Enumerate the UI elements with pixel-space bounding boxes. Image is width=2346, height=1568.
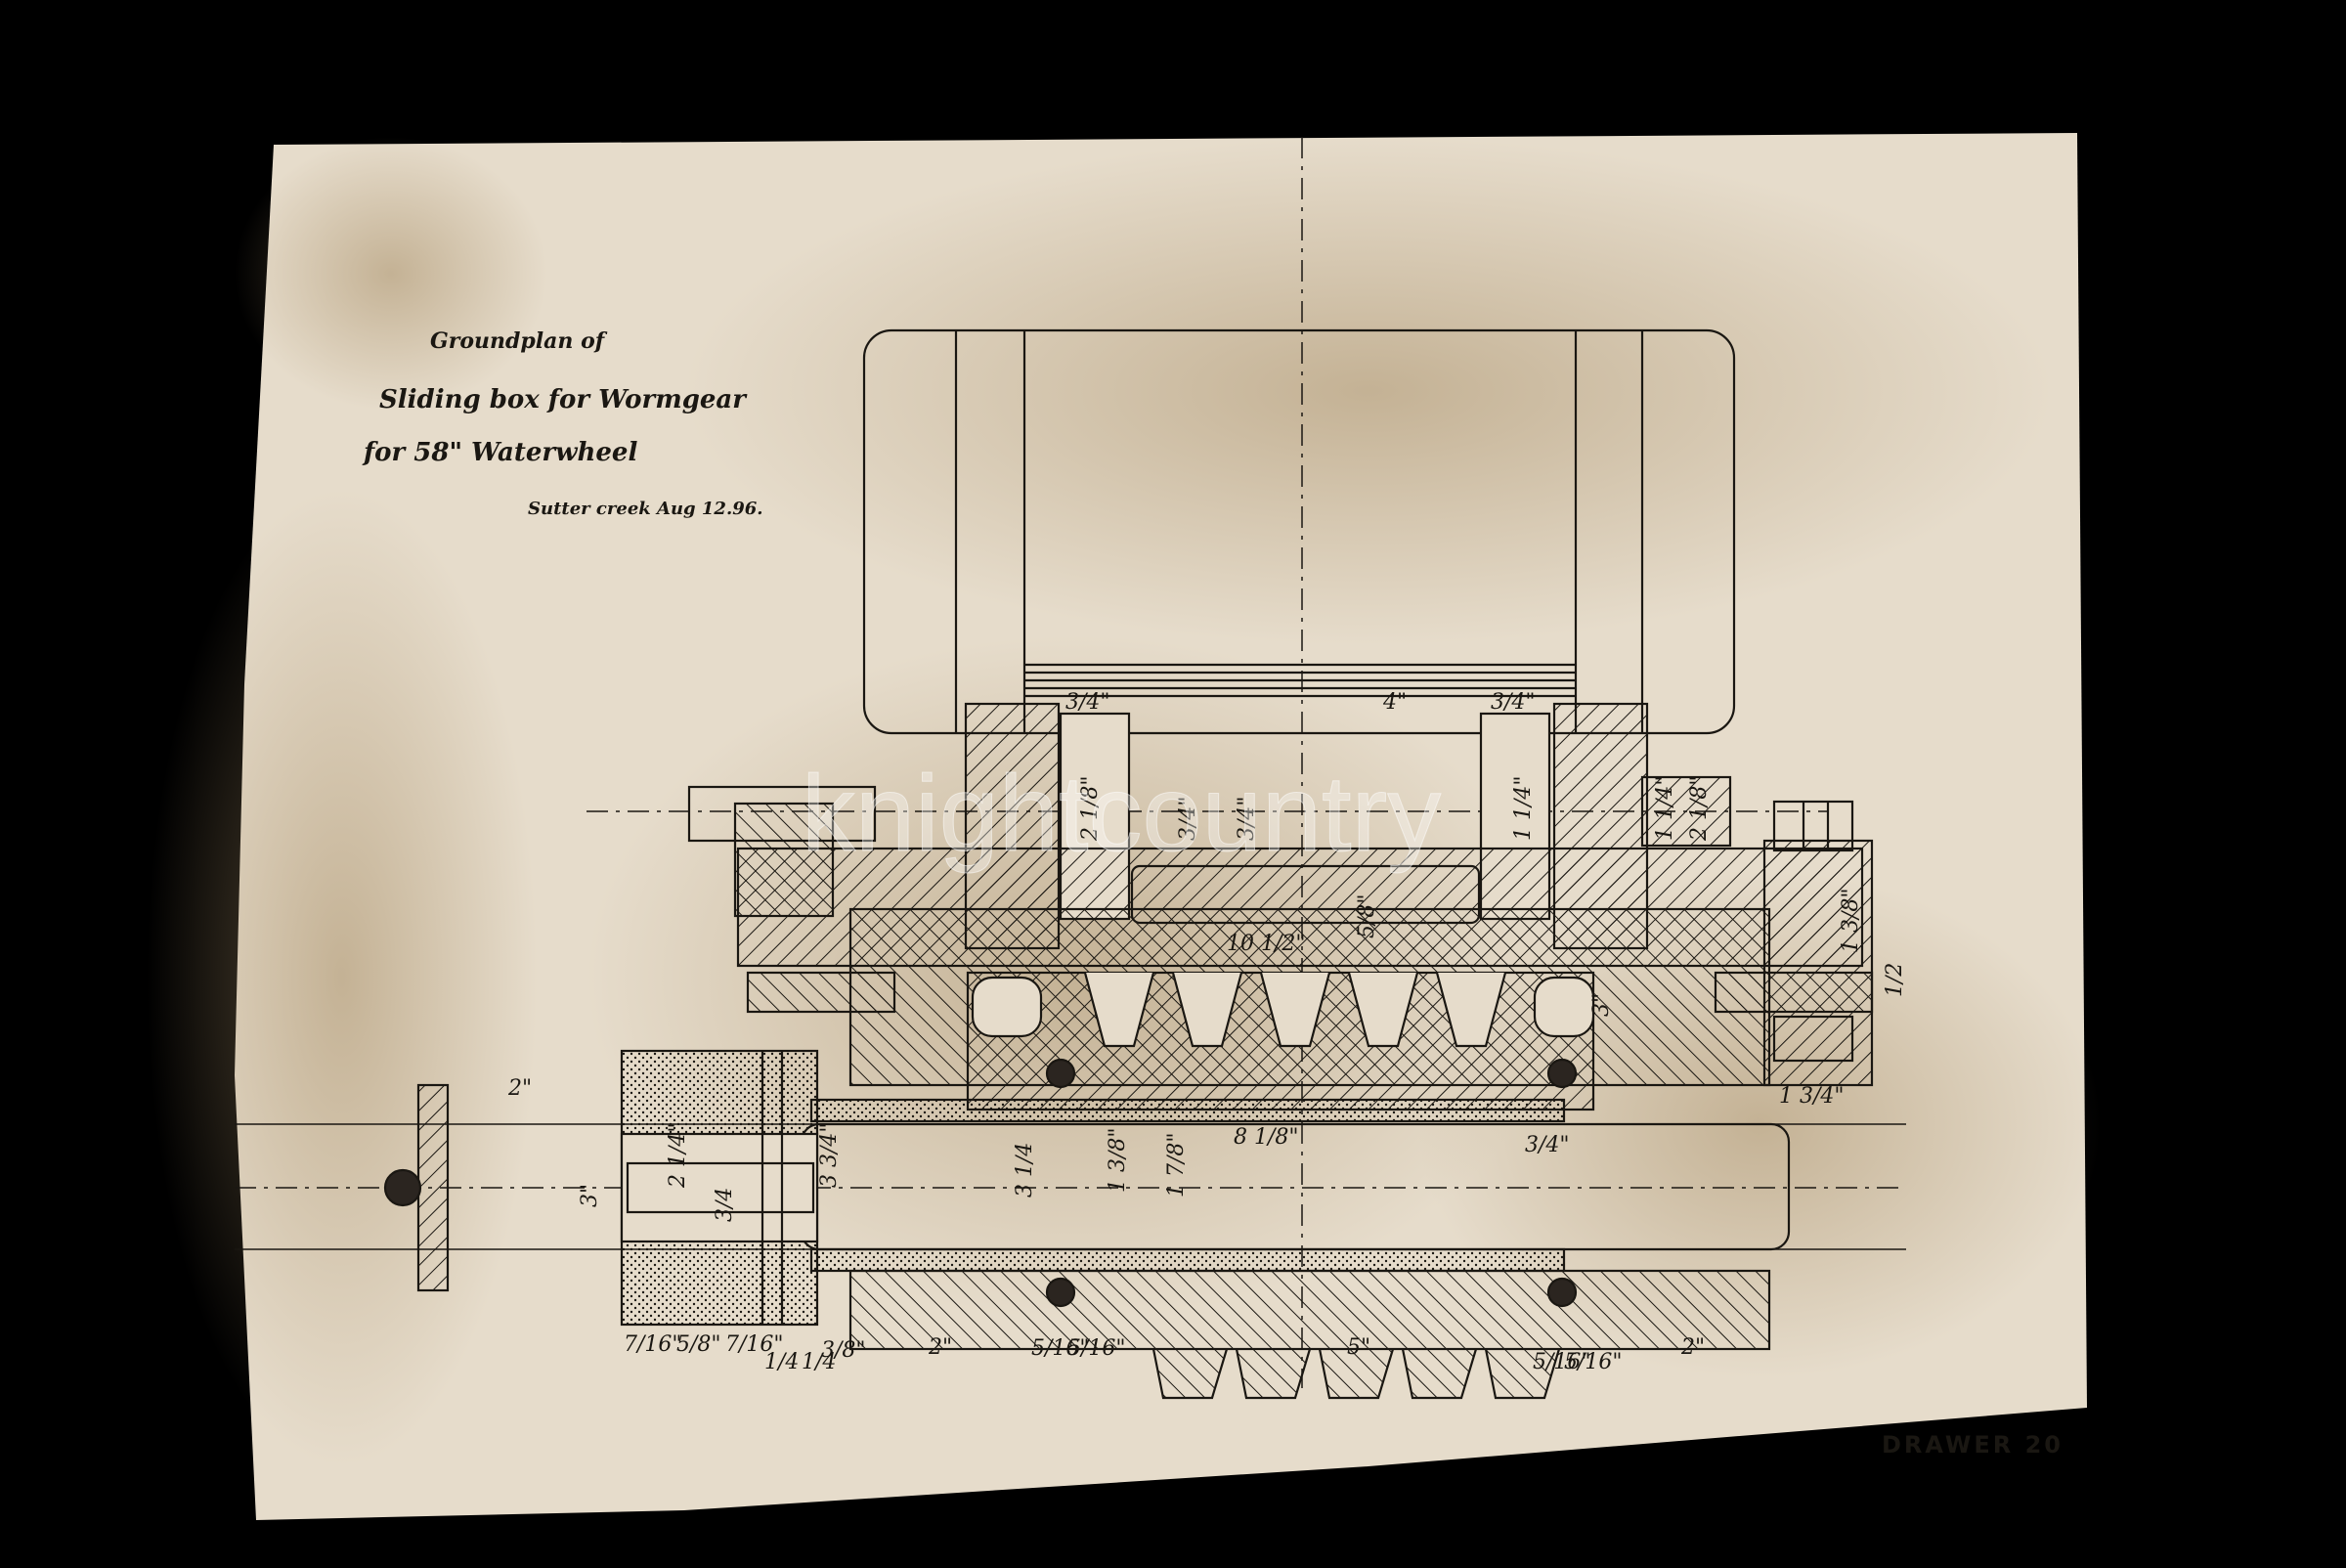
dimension-label: 3/4" [1491,690,1536,715]
dimension-layer: 3/4" 4" 3/4" 2 1/8" 3/4" 3/4" 1 1/4" 1 1/4" 2 1/… [507,690,1907,1374]
dimension-label: 3" [578,1184,602,1207]
upper-housing [862,328,1736,735]
shaft-sleeve-bottom [809,1247,1566,1273]
dimension-label: 3 1/4 [1013,1143,1037,1198]
dimension-label: 5/16" [1031,1336,1090,1361]
worm-teeth-upper [1083,972,1507,1048]
dimension-label: 5/16" [1564,1350,1623,1374]
pin [1045,1277,1076,1308]
bolt-head [1772,800,1854,852]
stain [235,137,547,411]
dimension-label: 5/8" [676,1332,721,1357]
watermark: knightcountry [802,754,1441,874]
dimension-label: 1 3/4" [1779,1084,1845,1109]
dimension-label: 2 1/8" [1687,775,1712,842]
dimension-label: 1 3/8" [1106,1127,1130,1193]
pin [1045,1058,1076,1089]
dimension-label: 1 3/8" [1839,888,1863,953]
dimension-label: 1 7/8" [1164,1132,1189,1198]
dimension-label: 2" [507,1076,532,1101]
dimension-label: 2 1/8" [1078,775,1103,842]
worm-lower [848,1269,1771,1351]
dimension-label: 2" [1680,1335,1705,1360]
dimension-label: 3/4" [1525,1133,1570,1157]
dimension-label: 1 1/4" [1653,775,1677,841]
dimension-label: 10 1/2" [1227,932,1306,956]
dimension-label: 3/4" [1065,690,1110,715]
shaft-sleeve-top [809,1098,1566,1123]
dimension-label: 7/16" [624,1332,682,1357]
dimension-label: 2" [928,1335,952,1360]
dimension-label: 7/16" [725,1332,784,1357]
drawing-ink [235,137,1906,1400]
dimension-label: 3/8" [821,1338,866,1363]
dimension-label: 4" [1382,690,1407,715]
drawer-label: DRAWER 20 [1882,1431,2064,1459]
dimension-label: 5/8" [1355,893,1379,938]
dimension-label: 5/16" [1067,1336,1126,1361]
dimension-label: 1/4 [802,1350,836,1374]
side-plate-right [1762,839,1874,1087]
dimension-label: 1/2 [1883,963,1907,997]
dimension-label: 5/16" [1533,1350,1591,1374]
dimension-label: 3 3/4" [817,1122,842,1188]
title-line-1: Groundplan of [430,328,605,354]
dimension-label: 3" [1589,993,1614,1017]
title-line-2: Sliding box for Wormgear [379,385,746,414]
stain [684,137,2053,645]
dimension-label: 8 1/8" [1234,1125,1299,1150]
dimension-label: 3/4 [713,1188,737,1222]
worm-teeth-lower [1151,1348,1561,1400]
dimension-label: 1/4 [764,1350,799,1374]
collar [416,1083,450,1292]
title-line-3: for 58" Waterwheel [364,438,638,467]
pin [1546,1277,1578,1308]
dimension-label: 5" [1347,1335,1370,1360]
stain [147,489,538,1466]
dimension-label: 3/4" [1235,796,1259,841]
dimension-label: 2 1/4" [666,1122,690,1189]
pin [1546,1058,1578,1089]
title-line-4: Sutter creek Aug 12.96. [528,499,763,519]
dimension-label: 3/4" [1176,796,1200,841]
collar-pin [383,1168,422,1207]
dimension-label: 1 1/4" [1511,775,1536,841]
